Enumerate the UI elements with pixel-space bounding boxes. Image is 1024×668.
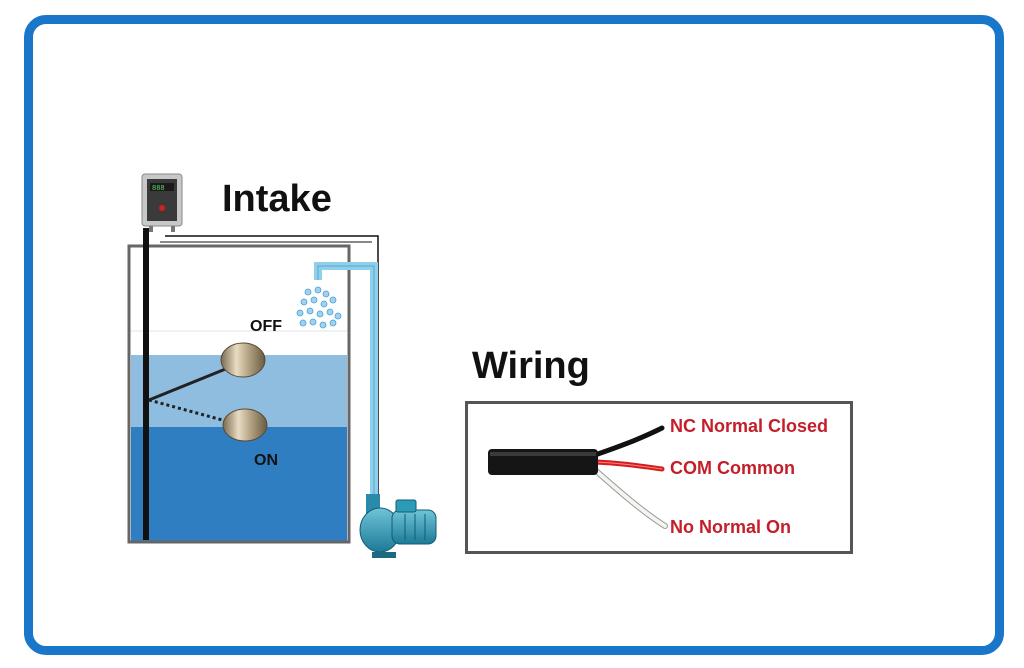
water-pump-icon: [359, 494, 437, 558]
float-cable-upper: [148, 366, 229, 402]
wire-label-no: No Normal On: [670, 517, 792, 537]
intake-title: Intake: [222, 178, 332, 220]
float-switch-icon: [222, 408, 268, 442]
controller-box-icon: 888: [141, 173, 183, 232]
sensor-rod: [143, 228, 149, 540]
float-cable-lower: [148, 398, 227, 423]
wire-nc: [592, 425, 665, 458]
on-level-label: ON: [254, 452, 278, 469]
tank: [127, 244, 351, 544]
water-lower: [131, 427, 347, 541]
wiring-title: Wiring: [472, 345, 590, 387]
wire-label-com: COM Common: [670, 458, 795, 478]
wiring-panel: [465, 401, 853, 554]
svg-text:888: 888: [152, 185, 165, 193]
off-level-label: OFF: [250, 318, 282, 335]
float-switch-icon: [220, 342, 266, 378]
wire-label-nc: NC Normal Closed: [670, 416, 829, 436]
water-spray-icon: [296, 286, 342, 329]
